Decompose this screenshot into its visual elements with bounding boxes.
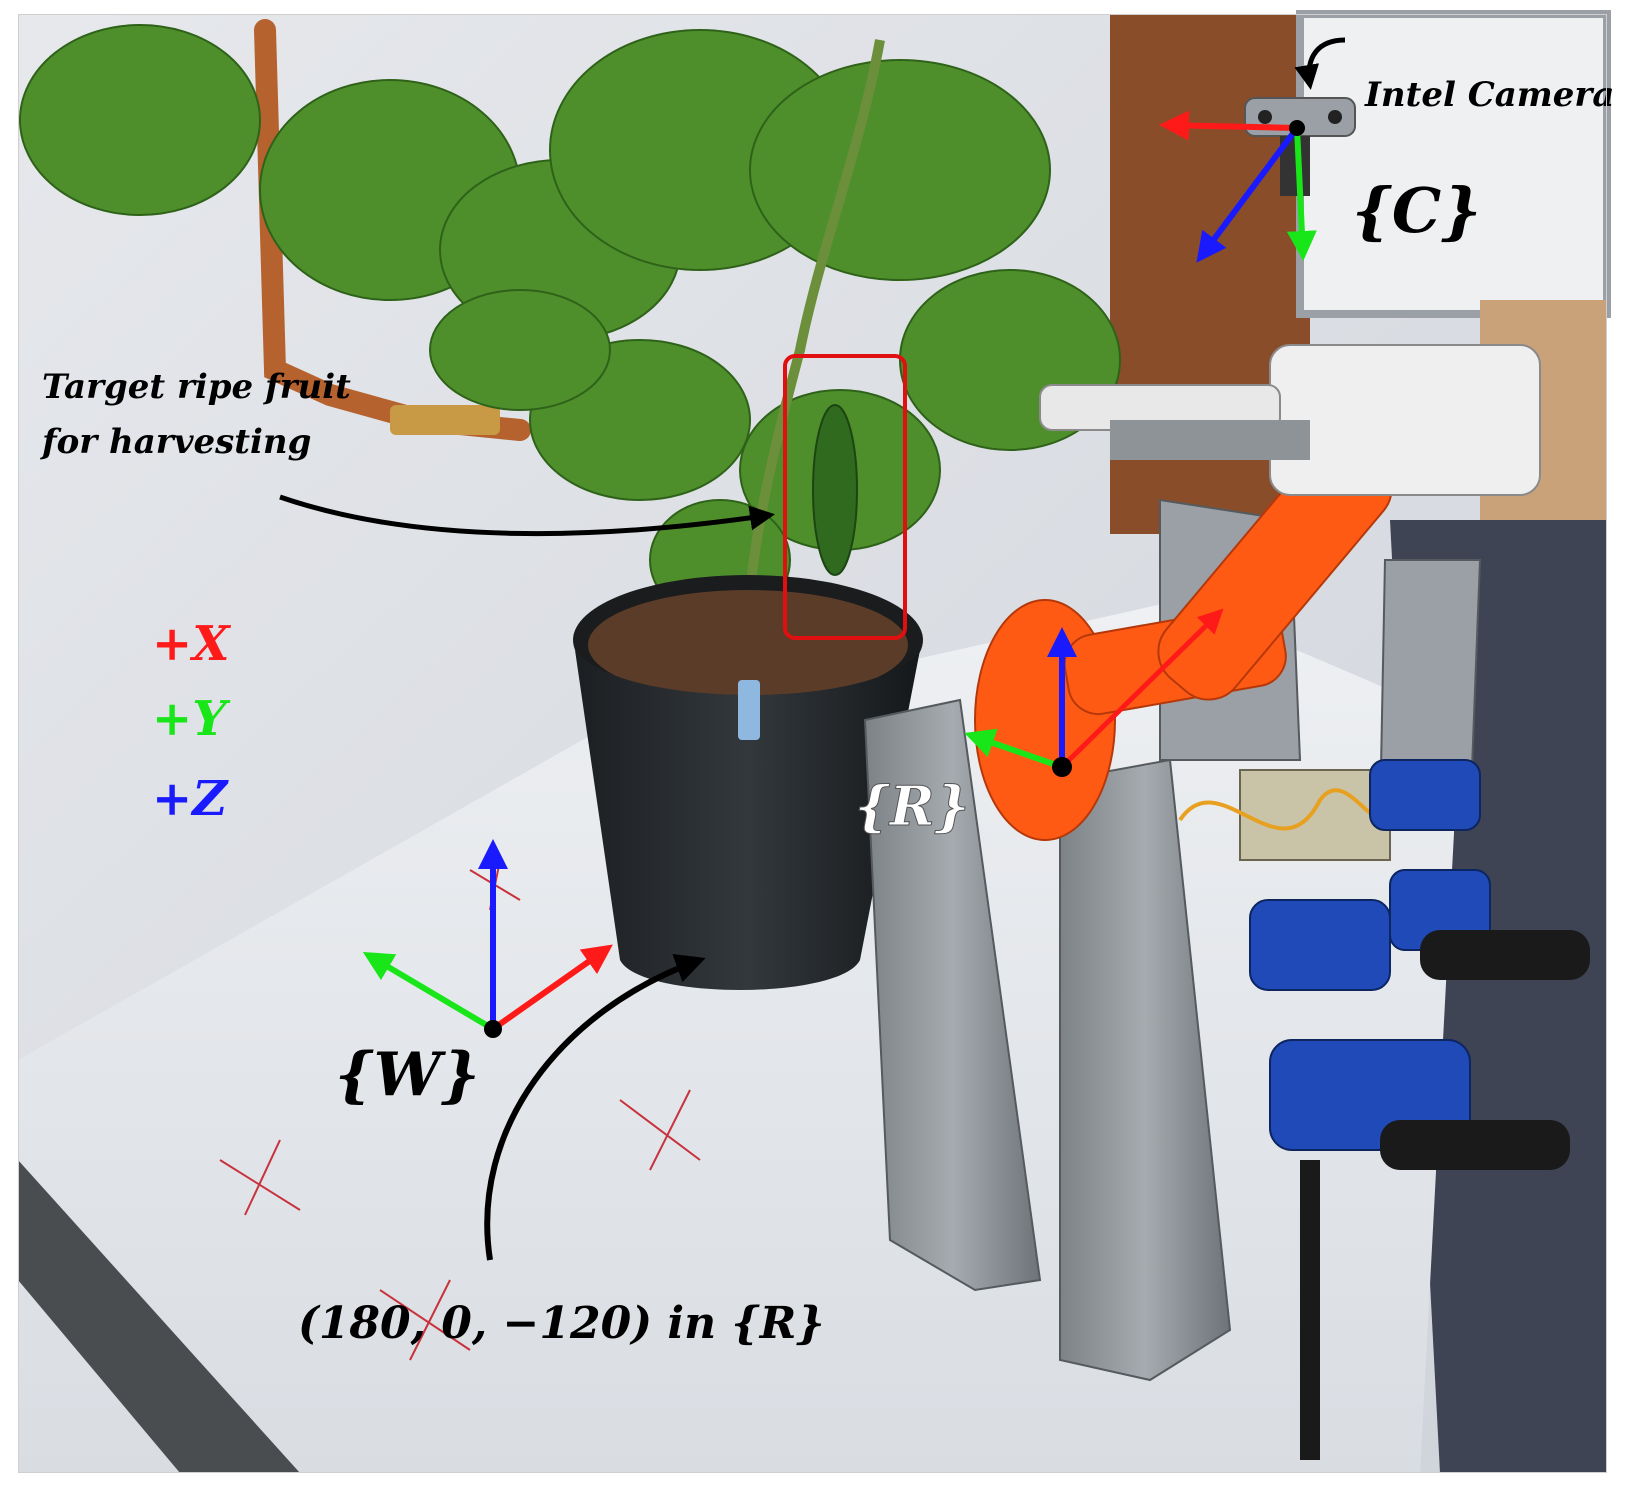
soil — [588, 590, 908, 700]
target-fruit-box — [783, 354, 907, 640]
pepper-fruit — [812, 404, 858, 576]
camera-frame-axes — [1159, 110, 1317, 263]
legend-y-label: +Y — [152, 691, 231, 747]
camera-y-axis — [1286, 127, 1317, 261]
clamp-handles — [1300, 930, 1590, 1460]
electronics-board — [1239, 769, 1391, 861]
camera-pointer-arrow — [1294, 37, 1346, 90]
bracket-left — [863, 698, 1042, 1292]
camera-origin — [1289, 120, 1305, 136]
world-x-axis — [491, 944, 613, 1032]
world-frame-label: {W} — [335, 1040, 480, 1110]
target-label-line1: Target ripe fruit — [42, 367, 351, 407]
whiteboard — [1296, 10, 1611, 318]
pot-body — [575, 650, 920, 990]
camera-label: Intel Camera — [1364, 75, 1614, 115]
world-y-axis — [362, 951, 495, 1032]
legend-x-label: +X — [152, 616, 231, 672]
bracket-right — [1059, 758, 1232, 1382]
robot-y-axis — [964, 728, 1063, 770]
robot-x-axis — [1060, 608, 1224, 769]
camera-x-axis — [1159, 110, 1298, 141]
brass-fitting — [390, 405, 500, 435]
target-label-line2: for harvesting — [40, 422, 311, 462]
gripper-mount — [1110, 420, 1310, 460]
robot-origin — [1052, 757, 1072, 777]
plant-tag — [738, 680, 760, 740]
coordinate-label: (180, 0, −120) in {R} — [298, 1298, 825, 1349]
robot-frame-label: {R} — [855, 774, 969, 838]
table-edge — [18, 1160, 300, 1473]
legend-z-label: +Z — [152, 771, 229, 827]
blue-clamps — [1249, 759, 1491, 1151]
camera-frame-label: {C} — [1352, 174, 1481, 247]
robot-frame-axes — [964, 608, 1224, 777]
camera-z-axis — [1196, 126, 1300, 263]
target-pointer-arrow — [279, 494, 775, 537]
robot-gripper — [1269, 344, 1541, 496]
world-origin — [484, 1020, 502, 1038]
coordinate-pointer-arrow — [484, 953, 706, 1261]
world-frame-axes — [362, 839, 613, 1038]
